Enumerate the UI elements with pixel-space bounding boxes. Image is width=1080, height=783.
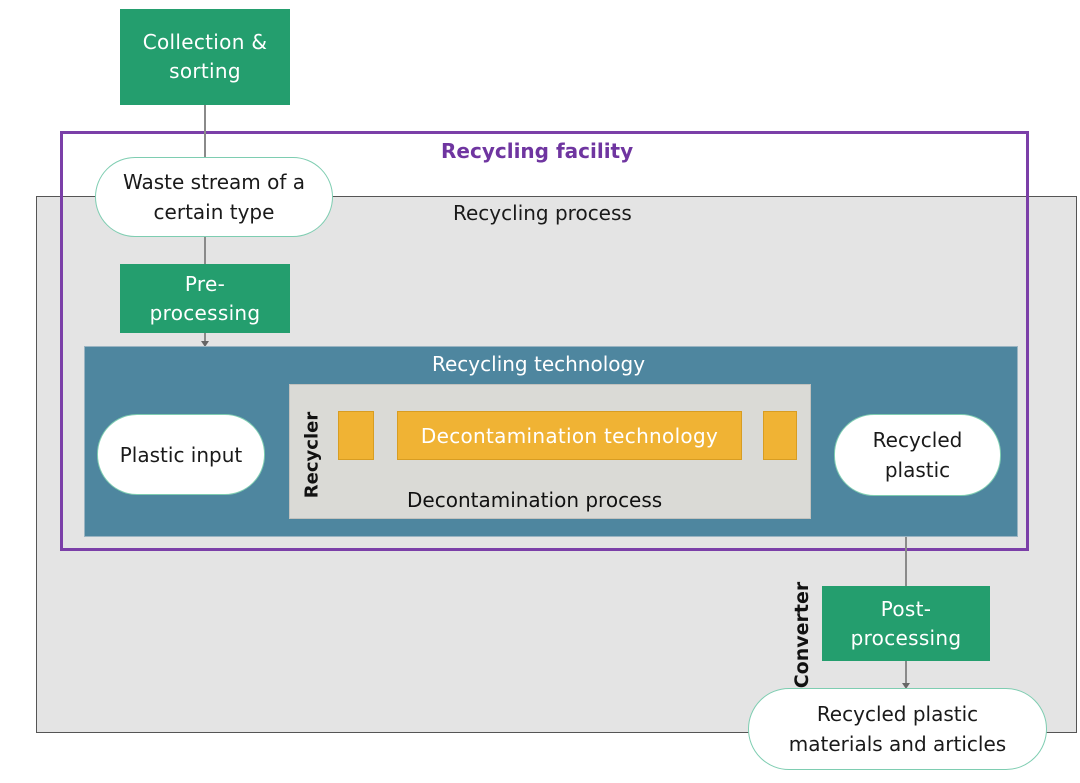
recycler-label: Recycler bbox=[301, 411, 323, 499]
decontamination-pre-step bbox=[338, 411, 374, 460]
recycling-technology-label: Recycling technology bbox=[432, 352, 646, 376]
recycled-plastic-node: Recycled plastic bbox=[834, 414, 1001, 496]
waste-stream-node: Waste stream of a certain type bbox=[95, 157, 333, 237]
collection-sorting-label: Collection & sorting bbox=[142, 30, 268, 83]
arrowhead-icon bbox=[902, 683, 910, 689]
plastic-input-node: Plastic input bbox=[97, 414, 265, 495]
connector-line bbox=[905, 537, 907, 586]
collection-sorting-box: Collection & sorting bbox=[120, 9, 290, 105]
recycled-materials-node: Recycled plastic materials and articles bbox=[748, 688, 1047, 770]
recycling-facility-label: Recycling facility bbox=[441, 139, 634, 163]
pre-processing-label: Pre- processing bbox=[149, 271, 261, 325]
arrowhead-icon bbox=[201, 341, 209, 347]
recycled-materials-label: Recycled plastic materials and articles bbox=[788, 702, 1007, 756]
recycling-facility-container bbox=[60, 131, 1029, 551]
pre-processing-box: Pre- processing bbox=[120, 264, 290, 333]
connector-line bbox=[204, 333, 206, 343]
plastic-input-label: Plastic input bbox=[119, 442, 243, 467]
post-processing-box: Post- processing bbox=[822, 586, 990, 661]
waste-stream-label: Waste stream of a certain type bbox=[122, 170, 305, 224]
connector-line bbox=[204, 236, 206, 266]
decontamination-process-label: Decontamination process bbox=[407, 488, 663, 512]
decontamination-post-step bbox=[763, 411, 797, 460]
post-processing-label: Post- processing bbox=[850, 596, 962, 650]
converter-label: Converter bbox=[791, 581, 813, 689]
connector-line bbox=[204, 105, 206, 160]
recycling-process-label: Recycling process bbox=[453, 201, 632, 225]
connector-line bbox=[905, 661, 907, 685]
decontamination-technology-box: Decontamination technology bbox=[397, 411, 742, 460]
recycled-plastic-label: Recycled plastic bbox=[872, 428, 963, 482]
decontamination-technology-label: Decontamination technology bbox=[420, 423, 719, 448]
